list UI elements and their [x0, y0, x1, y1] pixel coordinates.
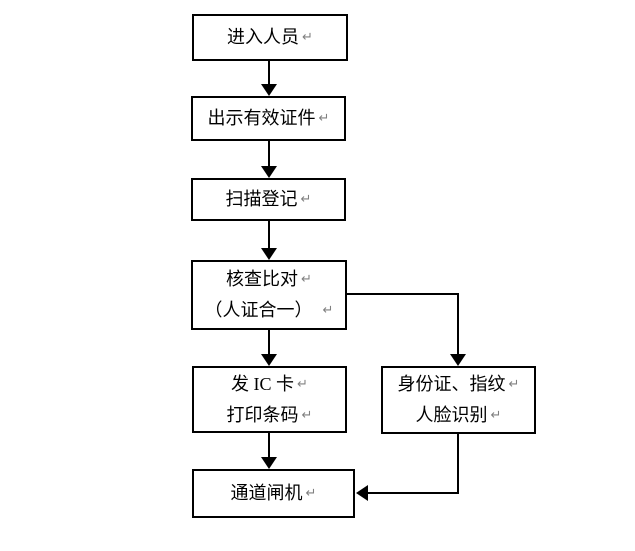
node-line: 出示有效证件↵	[208, 103, 330, 134]
node-label: 发 IC 卡	[231, 373, 295, 394]
return-mark-icon: ↵	[305, 486, 317, 501]
flow-node-show-valid-id: 出示有效证件↵	[191, 96, 346, 141]
node-line: （人证合一） ↵	[205, 295, 334, 326]
flow-node-issue-ic-card: 发 IC 卡↵ 打印条码↵	[192, 366, 347, 433]
node-label: 通道闸机	[230, 483, 303, 503]
arrowhead-verify-to-biometric	[450, 354, 466, 366]
node-label: 核查比对	[226, 269, 299, 289]
node-line: 发 IC 卡↵	[231, 369, 308, 400]
node-label: （人证合一）	[204, 300, 313, 320]
return-mark-icon: ↵	[490, 408, 502, 423]
arrowhead-verify-to-iccard	[261, 354, 277, 366]
node-line: 打印条码↵	[227, 400, 313, 431]
arrowhead-iccard-to-gate	[261, 457, 277, 469]
flow-node-scan-register: 扫描登记↵	[191, 178, 346, 221]
arrowhead-enter-to-showid	[261, 84, 277, 96]
return-mark-icon: ↵	[297, 376, 308, 392]
node-label: 身份证、指纹	[397, 374, 506, 394]
flow-node-enter-personnel: 进入人员↵	[192, 14, 348, 61]
return-mark-icon: ↵	[322, 303, 334, 318]
return-mark-icon: ↵	[508, 377, 520, 392]
connector-verify-to-biometric	[347, 293, 459, 356]
flow-node-id-fingerprint-face: 身份证、指纹↵ 人脸识别↵	[381, 366, 536, 434]
node-label: 打印条码	[226, 404, 299, 425]
node-label: 进入人员	[227, 27, 300, 47]
node-line: 核查比对↵	[226, 264, 312, 295]
flow-node-channel-gate: 通道闸机↵	[192, 469, 355, 518]
arrowhead-biometric-to-gate	[356, 485, 368, 501]
node-line: 进入人员↵	[227, 22, 313, 53]
return-mark-icon: ↵	[318, 111, 330, 126]
return-mark-icon: ↵	[302, 30, 313, 45]
node-line: 扫描登记↵	[226, 184, 312, 215]
return-mark-icon: ↵	[301, 272, 312, 287]
node-line: 通道闸机↵	[231, 478, 317, 509]
arrowhead-scan-to-verify	[261, 248, 277, 260]
node-label: 出示有效证件	[207, 108, 316, 128]
flow-node-verify-compare: 核查比对↵ （人证合一）↵	[191, 260, 347, 330]
return-mark-icon: ↵	[300, 192, 312, 207]
arrowhead-showid-to-scan	[261, 166, 277, 178]
node-label: 扫描登记	[225, 189, 298, 209]
return-mark-icon: ↵	[301, 407, 313, 423]
node-line: 身份证、指纹↵	[398, 369, 520, 400]
connector-biometric-to-gate	[368, 434, 459, 494]
node-label: 人脸识别	[415, 405, 488, 425]
node-line: 人脸识别↵	[416, 400, 502, 431]
